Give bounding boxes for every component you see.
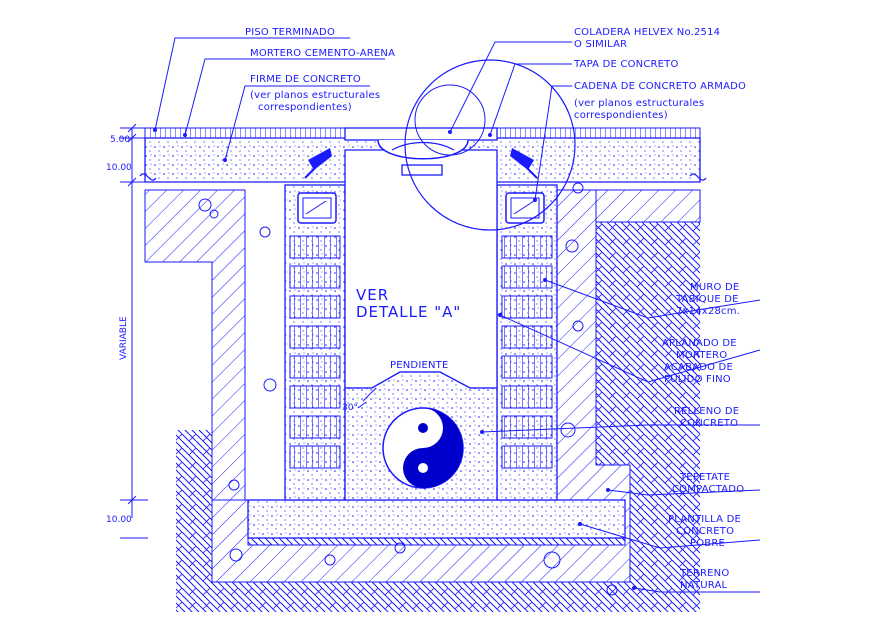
label-detalle-a: DETALLE "A" — [356, 303, 461, 321]
label-tepetate-2: COMPACTADO — [672, 484, 744, 495]
label-firme-note-2: correspondientes) — [258, 102, 352, 113]
label-muro-3: 7x14x28cm. — [676, 306, 740, 317]
registro-interior — [344, 149, 498, 389]
label-pendiente: PENDIENTE — [390, 360, 449, 371]
dim-10-top: 10.00 — [106, 163, 132, 173]
label-tapa: TAPA DE CONCRETO — [573, 59, 679, 70]
label-firme-note-1: (ver planos estructurales — [250, 90, 380, 101]
plantilla-texture — [248, 500, 625, 538]
tepetate-compactado — [144, 189, 701, 583]
detail-small-circle — [414, 84, 486, 156]
label-aplanado-3: ACABADO DE — [664, 362, 733, 373]
dimension-line — [120, 123, 148, 539]
label-tepetate-1: TEPETATE — [679, 472, 730, 483]
label-plantilla-1: PLANTILLA DE — [668, 514, 741, 525]
label-coladera-2: O SIMILAR — [574, 39, 627, 50]
leader-lines — [154, 37, 761, 593]
label-angle: 30° — [342, 403, 358, 413]
label-aplanado-4: PULIDO FINO — [664, 374, 731, 385]
label-mortero: MORTERO CEMENTO-ARENA — [250, 48, 395, 59]
detail-a-circle — [404, 59, 576, 231]
dim-5: 5.00 — [110, 135, 130, 145]
dim-10-bottom: 10.00 — [106, 515, 132, 525]
label-ver: VER — [356, 286, 389, 304]
label-terreno-2: NATURAL — [680, 580, 728, 591]
label-coladera-1: COLADERA HELVEX No.2514 — [574, 27, 720, 38]
label-cadena-note-1: (ver planos estructurales — [574, 98, 704, 109]
label-aplanado-1: APLANADO DE — [662, 338, 737, 349]
label-muro-1: MURO DE — [690, 282, 739, 293]
label-relleno-1: RELLENO DE — [674, 406, 739, 417]
label-terreno-1: TERRENO — [679, 568, 729, 579]
label-relleno-2: CONCRETO — [680, 418, 738, 429]
leader-dots — [153, 128, 636, 590]
aggregate-marks — [198, 182, 618, 596]
label-plantilla-3: POBRE — [690, 538, 725, 549]
label-plantilla-2: CONCRETO — [676, 526, 734, 537]
label-cadena-note-2: correspondientes) — [574, 110, 668, 121]
label-cadena: CADENA DE CONCRETO ARMADO — [574, 81, 746, 92]
label-muro-2: TABIQUE DE — [675, 294, 739, 305]
label-aplanado-2: MORTERO — [676, 350, 727, 361]
left-wall — [284, 184, 346, 501]
dim-variable: VARIABLE — [119, 316, 129, 360]
label-firme: FIRME DE CONCRETO — [250, 74, 361, 85]
label-piso-terminado: PISO TERMINADO — [245, 27, 335, 38]
coladera-helvex — [304, 127, 538, 179]
pipe-section — [382, 407, 464, 489]
right-wall — [496, 184, 558, 501]
